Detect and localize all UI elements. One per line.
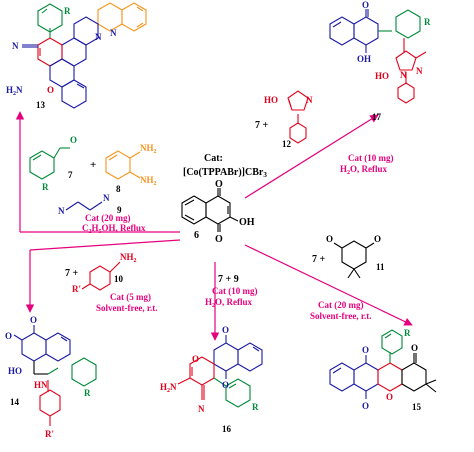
compound-16-h2n: H2N (160, 382, 177, 394)
compound-16-n: N (198, 404, 205, 414)
compound-13-h2n: H2N (6, 85, 23, 97)
arrow-to-15 (244, 244, 413, 326)
seven-plus-12: 7 + (255, 120, 269, 131)
arrow-to-17 (244, 114, 379, 199)
compound-13-o: O (47, 85, 54, 95)
reagent-11-o1: O (326, 234, 333, 244)
seven-plus-11: 7 + (312, 254, 326, 265)
catalyst-label: Cat: (204, 153, 223, 164)
reagent-12-ho: HO (264, 95, 278, 105)
reagent-9 (65, 201, 103, 211)
compound-6-id: 6 (194, 230, 199, 241)
compound-14-rp: R' (45, 429, 54, 439)
reagent-10 (81, 261, 121, 291)
compound-14-o2: O (30, 315, 37, 325)
reagent-10-nh2: NH2 (120, 252, 137, 264)
reagent-10-rp: R' (72, 284, 81, 294)
reaction-arrows (15, 111, 413, 341)
plus-7-8: + (90, 159, 96, 171)
compound-17-r: R (424, 17, 431, 27)
compound-17-id: 17 (372, 112, 382, 122)
compound-17-oh: OH (357, 54, 371, 64)
compound-16-r: R (252, 402, 259, 412)
conditions-13-solvent: C2H5OH, Reflux (82, 223, 146, 235)
compound-14-ho: HO (8, 366, 22, 376)
compound-17-n1: N (416, 66, 423, 76)
compound-15-o1: O (362, 345, 369, 355)
conditions-15-solvent: Solvent-free, r.t. (310, 311, 371, 321)
conditions-15-cat: Cat (20 mg) (318, 300, 364, 310)
compound-17 (329, 9, 427, 104)
reagent-9-n-left: N (58, 206, 65, 216)
conditions-14-cat: Cat (5 mg) (110, 292, 151, 302)
conditions-17-cat: Cat (10 mg) (348, 153, 394, 163)
conditions-14-solvent: Solvent-free, r.t. (96, 303, 157, 313)
reagent-11-id: 11 (376, 262, 385, 272)
compound-6 (181, 188, 239, 232)
compound-6-o-bottom: O (215, 234, 223, 245)
reagent-12-id: 12 (282, 139, 292, 149)
reagent-7-o: O (70, 135, 77, 145)
reagent-11 (333, 240, 375, 279)
seven-plus-10: 7 + (65, 268, 79, 279)
reagent-8-nh2-b: NH2 (140, 175, 157, 187)
reagent-10-id: 10 (114, 274, 124, 284)
compound-16-o2: O (222, 380, 229, 390)
compound-13-cn-n: N (12, 41, 19, 51)
reagent-8-nh2-a: NH2 (140, 143, 157, 155)
reagent-8-id: 8 (116, 184, 121, 194)
reagent-7-r: R (42, 182, 49, 192)
compound-14-hn: HN (34, 380, 48, 390)
compound-15-o4: O (411, 343, 418, 353)
compound-16-o3: O (192, 354, 199, 364)
compound-17-o: O (362, 0, 369, 10)
reagent-9-n-right: N (103, 193, 110, 203)
compound-16-o1: O (222, 325, 229, 335)
compound-15-o2: O (362, 401, 369, 411)
compound-13 (22, 2, 147, 109)
arrow-to-14 (29, 239, 181, 251)
compound-15-o3: O (386, 392, 393, 402)
compound-6-o-top: O (215, 179, 223, 190)
reagent-7 (29, 147, 70, 180)
conditions-13-cat: Cat (20 mg) (85, 213, 131, 223)
compound-14-r: R (84, 388, 91, 398)
compound-14-id: 14 (10, 397, 20, 407)
compound-13-r: R (64, 6, 71, 16)
compound-17-ho: HO (375, 71, 389, 81)
reagent-9-id: 9 (117, 205, 122, 215)
compound-6-oh: OH (239, 217, 255, 228)
reagent-8 (105, 150, 141, 180)
conditions-16-cat: Cat (10 mg) (212, 286, 258, 296)
reagent-7-id: 7 (68, 170, 73, 180)
compound-17-n2: N (400, 70, 407, 80)
reagent-12 (287, 90, 309, 144)
conditions-17-solvent: H2O, Reflux (340, 164, 388, 176)
catalyst-formula: [Co(TPPABr)]CBr3 (183, 167, 267, 179)
compound-13-n2: N (110, 28, 117, 38)
conditions-16-solvent: H2O, Reflux (205, 297, 253, 309)
reagent-12-n: N (306, 95, 313, 105)
compound-14-o1: O (5, 331, 12, 341)
compound-13-id: 13 (36, 100, 46, 110)
seven-plus-nine: 7 + 9 (218, 274, 239, 285)
compound-15-id: 15 (412, 402, 422, 412)
compound-16-id: 16 (222, 424, 232, 434)
compound-16 (177, 335, 263, 408)
compound-13-n1: N (95, 32, 102, 42)
reagent-11-o2: O (374, 234, 381, 244)
compound-15 (329, 329, 437, 399)
compound-15-r: R (404, 328, 411, 338)
compound-14 (13, 325, 97, 426)
